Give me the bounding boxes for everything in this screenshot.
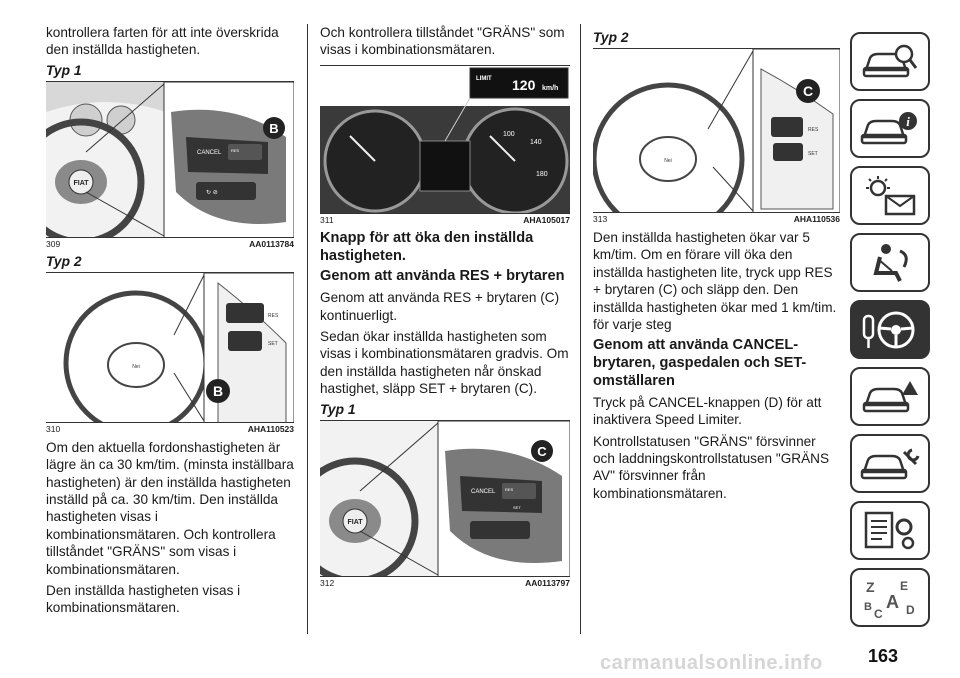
svg-text:FIAT: FIAT (73, 180, 89, 187)
svg-text:SET: SET (268, 341, 278, 347)
figure-number: 312 (320, 577, 335, 588)
cancel-label: CANCEL (197, 150, 222, 156)
svg-text:E: E (900, 579, 908, 593)
svg-text:D: D (906, 603, 915, 617)
section-heading: Genom att använda CANCEL-brytaren, gaspe… (593, 337, 807, 390)
figure-caption: 310 AHA110523 (46, 421, 294, 435)
cancel-label: CANCEL (471, 489, 496, 495)
callout-b: B (269, 121, 278, 136)
res-label: RES (231, 148, 240, 153)
figure-number: 309 (46, 238, 61, 249)
figure-caption: 312 AA0113797 (320, 575, 570, 589)
callout-c: C (537, 444, 547, 459)
figure-caption: 313 AHA110536 (593, 212, 840, 225)
body-text: Kontrollstatusen "GRÄNS" försvinner och … (593, 433, 830, 501)
page-number: 163 (868, 646, 899, 666)
figure-number: 310 (46, 423, 61, 434)
svg-text:RES: RES (268, 313, 279, 319)
body-text: Tryck på CANCEL-knappen (D) för att inak… (593, 394, 822, 428)
column-divider (580, 24, 581, 634)
car-info-icon: i (860, 111, 917, 144)
tab-warning-lights[interactable] (850, 166, 930, 225)
body-text: Den inställda hastigheten visas i kombin… (46, 583, 241, 616)
footer-watermark: carmanualsonline.info (600, 652, 823, 674)
svg-text:Z: Z (866, 579, 875, 595)
svg-text:i: i (906, 114, 910, 129)
figure-number: 313 (593, 214, 608, 224)
figure-309: FIAT CANCEL RES ↻ ⊘ B (46, 80, 294, 237)
svg-text:C: C (874, 607, 883, 620)
figure-312: FIAT CANCEL RES SET C (320, 419, 570, 576)
airbag-seat-icon (873, 243, 908, 282)
svg-text:Nei: Nei (132, 364, 140, 370)
tab-car-magnifier[interactable] (850, 32, 930, 91)
svg-text:A: A (886, 592, 899, 612)
svg-text:↻ ⊘: ↻ ⊘ (206, 190, 218, 196)
tab-car-wrench[interactable] (850, 434, 930, 493)
car-magnifier-icon (862, 44, 918, 77)
callout-b: B (213, 383, 223, 399)
set-label: SET (513, 505, 521, 510)
intro-text: kontrollera farten för att inte överskri… (46, 25, 279, 58)
type-label: Typ 2 (593, 30, 629, 45)
section-heading: Knapp för att öka den inställda hastighe… (320, 229, 534, 264)
limit-label: LIMIT (476, 76, 492, 82)
figure-caption: 311 AHA105017 (320, 212, 570, 226)
figure-code: AHA105017 (523, 214, 570, 225)
section-heading: Genom att använda RES + brytaren (320, 268, 565, 285)
alphabet-index-icon: Z E A B C D (864, 579, 915, 620)
figure-number: 311 (320, 214, 334, 225)
figure-code: AA0113797 (525, 577, 570, 588)
tab-car-warning[interactable] (850, 367, 930, 426)
svg-text:SET: SET (808, 151, 818, 157)
svg-text:FIAT: FIAT (347, 519, 363, 526)
figure-code: AHA110523 (247, 423, 294, 434)
column-1: kontrollera farten för att inte överskri… (46, 24, 294, 621)
figure-code: AA0113784 (249, 238, 294, 249)
body-text: Om den aktuella fordonshastigheten är lä… (46, 439, 294, 577)
steering-wheel-key-icon (862, 311, 915, 348)
tab-car-info[interactable]: i (850, 99, 930, 158)
column-3: Typ 2 Nei RES SET C 313 AHA110536 Den in… (593, 28, 840, 506)
figure-313: Nei RES SET C (593, 48, 840, 212)
type-label: Typ 2 (46, 253, 82, 269)
res-label: RES (505, 487, 514, 492)
svg-text:140: 140 (530, 139, 542, 146)
tab-steering-wheel-key[interactable] (850, 300, 930, 359)
svg-text:100: 100 (503, 131, 515, 138)
svg-text:RES: RES (808, 127, 819, 133)
svg-text:Nei: Nei (664, 158, 672, 164)
type-label: Typ 1 (320, 401, 356, 417)
figure-code: AHA110536 (793, 214, 840, 224)
svg-text:180: 180 (536, 171, 548, 178)
body-text: Den inställda hastigheten ökar var 5 km/… (593, 230, 837, 333)
figure-caption: 309 AA0113784 (46, 236, 294, 250)
speed-readout: 120 (512, 77, 536, 93)
chapter-tabs: i (850, 32, 930, 635)
figure-311: 100 140 180 LIMIT 120 km/h (320, 64, 570, 213)
tab-airbag-seat[interactable] (850, 233, 930, 292)
type-label: Typ 1 (46, 62, 82, 78)
specs-gear-icon (864, 511, 915, 549)
column-divider (307, 24, 308, 634)
column-2: Och kontrollera tillståndet "GRÄNS" som … (320, 24, 570, 593)
speed-unit: km/h (542, 85, 558, 92)
callout-c: C (803, 83, 813, 99)
figure-310: Nei RES SET B (46, 271, 294, 422)
tab-alphabet-index[interactable]: Z E A B C D (850, 568, 930, 627)
car-warning-icon (862, 380, 918, 412)
body-text: Genom att använda RES + brytaren (C) kon… (320, 290, 560, 323)
intro-text: Och kontrollera tillståndet "GRÄNS" som … (320, 25, 565, 58)
svg-text:B: B (864, 601, 872, 613)
tab-specs-gear[interactable] (850, 501, 930, 560)
warning-lights-icon (866, 175, 916, 215)
car-wrench-icon (860, 448, 920, 479)
body-text: Sedan ökar inställda hastigheten som vis… (320, 329, 569, 397)
